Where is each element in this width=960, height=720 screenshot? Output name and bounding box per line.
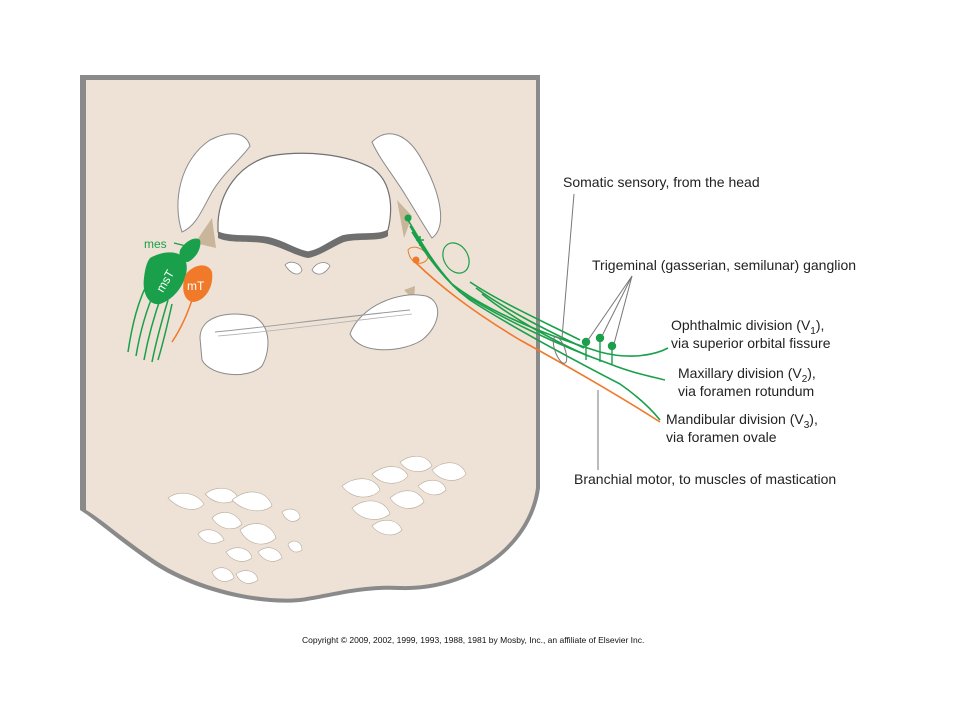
right-sensory-fibers — [407, 219, 669, 421]
mes-nucleus — [179, 238, 201, 262]
tan-wedge-left — [195, 218, 216, 248]
cavity-mid-right — [311, 262, 331, 275]
label-ophthalmic-division: Ophthalmic division (V1), — [671, 317, 824, 337]
label-maxillary-division: Maxillary division (V2), — [678, 365, 816, 385]
left-motor-fiber — [171, 299, 193, 343]
label-somatic-sensory: Somatic sensory, from the head — [563, 174, 760, 190]
crossing-fibers — [214, 309, 411, 333]
crossing-fibers-2 — [217, 313, 413, 337]
leader-lines — [561, 193, 633, 470]
label-maxillary-route: via foramen rotundum — [678, 383, 814, 399]
right-green-dot — [404, 214, 412, 222]
label-trigeminal-ganglion: Trigeminal (gasserian, semilunar) gangli… — [592, 257, 856, 273]
right-orange-dot — [412, 256, 420, 264]
lower-cavities — [167, 455, 467, 584]
mes-pointer — [173, 242, 191, 248]
right-green-tick — [416, 236, 424, 246]
trigeminal-ganglion-outline — [552, 336, 568, 364]
label-mandibular-route: via foramen ovale — [666, 429, 777, 445]
label-mes: mes — [144, 237, 167, 251]
tan-wedge-right — [397, 200, 412, 238]
cavity-lower-right — [349, 294, 439, 351]
copyright-notice: Copyright © 2009, 2002, 1999, 1993, 1988… — [302, 635, 644, 645]
label-ophthalmic-route: via superior orbital fissure — [671, 335, 831, 351]
cavity-right-crescent — [371, 133, 442, 239]
cavity-left-crescent — [177, 133, 251, 233]
mT-nucleus — [183, 265, 213, 302]
right-motor-fiber — [414, 261, 661, 423]
label-mT: mT — [187, 279, 205, 293]
label-branchial-motor: Branchial motor, to muscles of masticati… — [574, 471, 836, 487]
right-nucleus-outline — [442, 242, 470, 274]
cavity-mid-left — [284, 261, 303, 275]
ganglion-cell-markers — [581, 333, 617, 364]
left-sensory-fibers — [127, 277, 173, 363]
label-mandibular-division: Mandibular division (V3), — [666, 411, 818, 431]
ventricle-floor-shadow — [218, 230, 388, 258]
right-motor-outline — [407, 246, 429, 264]
cavity-lower-left — [199, 313, 269, 376]
